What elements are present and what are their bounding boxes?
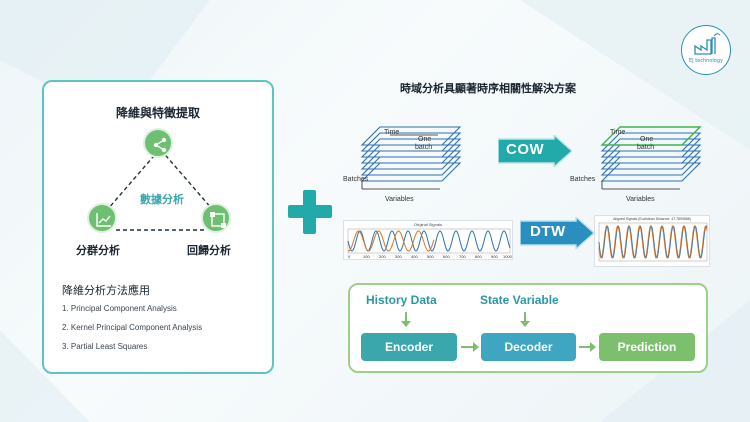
cow-label: COW [506,141,545,158]
cow-arrow [498,135,572,167]
aligned-signals-plot: Aligned Signals (Euclidean Distance: 47.… [594,215,710,267]
network-icon [210,212,226,228]
encoder-decoder-panel: History Data State Variable Encoder Deco… [348,283,708,373]
batch-label-after: batch [637,144,655,151]
share-icon [153,137,167,153]
time-domain-title: 時域分析具顯著時序相關性解決方案 [400,82,576,95]
cow-label-wrap: COW [500,136,560,164]
tick-label: 100 [363,254,370,259]
decoder-block: Decoder [481,333,576,361]
tick-label: 800 [475,254,482,259]
tick-label: 900 [491,254,498,259]
time-label: Time [384,129,400,136]
x-axis-ticks: 0 100 200 300 400 500 600 700 800 900 10… [348,254,512,260]
panel-title: 降維與特徵提取 [115,106,200,120]
flow-arrows [401,312,596,352]
regression-node [201,203,231,233]
tick-label: 1000 [503,254,512,259]
clustering-label: 分群分析 [76,244,120,257]
tick-label: 700 [459,254,466,259]
one-label-after: One [640,136,654,143]
clustering-node [87,203,117,233]
original-signals-plot: Original Signals 0 100 200 300 400 500 6… [343,220,513,260]
tick-label: 300 [395,254,402,259]
data-analysis-label: 數據分析 [140,193,184,206]
tick-label: 500 [427,254,434,259]
tick-label: 400 [411,254,418,259]
aligned-waves [598,222,708,262]
methods-title: 降維分析方法應用 [62,284,150,297]
history-data-label: History Data [366,293,437,307]
variables-label: Variables [385,196,414,203]
original-signals-title: Original Signals [413,222,442,227]
prediction-block: Prediction [599,333,695,361]
dtw-arrow [520,217,594,249]
plus-icon [288,190,332,234]
batch-cube-after [600,126,702,190]
batch-cube-before [360,126,462,190]
batches-label: Batches [343,176,369,183]
batch-label: batch [415,144,433,151]
company-logo: EJ technology [681,25,731,75]
method-item: 3. Partial Least Squares [62,342,148,351]
dimensionality-reduction-panel: 降維與特徵提取 數據分析 分群分析 回歸分析 降維分析方法應用 1. Princ… [42,80,274,374]
variables-label-after: Variables [626,196,655,203]
regression-label: 回歸分析 [187,244,231,257]
tick-label: 0 [348,254,351,259]
time-label-after: Time [610,129,626,136]
chart-line-icon [96,213,111,227]
batches-label-after: Batches [570,176,596,183]
encoder-block: Encoder [361,333,457,361]
dtw-label: DTW [530,223,566,240]
feature-extraction-node [143,128,173,158]
dtw-label-wrap: DTW [524,218,584,246]
one-label: One [418,136,432,143]
method-item: 1. Principal Component Analysis [62,304,177,313]
factory-icon [694,33,721,55]
state-variable-label: State Variable [480,293,559,307]
original-waves [347,228,511,254]
aligned-signals-title: Aligned Signals (Euclidean Distance: 47.… [613,217,691,221]
method-item: 2. Kernel Principal Component Analysis [62,323,203,332]
tick-label: 200 [379,254,386,259]
tick-label: 600 [443,254,450,259]
logo-text: EJ technology [689,58,723,64]
